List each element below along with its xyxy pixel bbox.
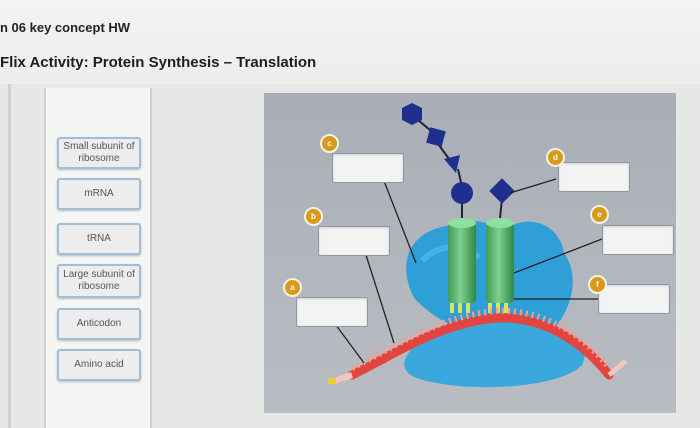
anticodon-bases [450, 303, 508, 313]
label-trna[interactable]: tRNA [57, 223, 141, 255]
marker-e: e [590, 205, 609, 224]
label-small-subunit[interactable]: Small subunit of ribosome [57, 137, 141, 169]
mrna-cap [328, 378, 336, 384]
label-large-subunit-text: Large subunit of ribosome [63, 269, 135, 292]
label-mrna-text: mRNA [84, 188, 114, 199]
amino-acid-triangle [444, 155, 460, 173]
drop-zone-a[interactable] [296, 297, 368, 327]
small-subunit-shape [404, 322, 585, 388]
label-amino-acid-text: Amino acid [74, 359, 124, 370]
marker-d: d [546, 148, 565, 167]
label-trna-text: tRNA [87, 233, 111, 244]
amino-acid-square [426, 127, 446, 147]
drop-zone-f[interactable] [598, 284, 670, 314]
translation-diagram: c b a d e f [264, 93, 676, 413]
drop-zone-e[interactable] [602, 225, 674, 255]
mrna-end-left [333, 372, 353, 384]
label-mrna[interactable]: mRNA [57, 178, 141, 210]
label-amino-acid[interactable]: Amino acid [57, 349, 141, 381]
page-header: n 06 key concept HW Flix Activity: Prote… [0, 0, 700, 85]
amino-acid-hexagon [402, 103, 422, 125]
marker-a: a [283, 278, 302, 297]
activity-title: Flix Activity: Protein Synthesis – Trans… [0, 54, 317, 71]
mrna-strand-shape [347, 313, 614, 380]
label-large-subunit[interactable]: Large subunit of ribosome [57, 264, 141, 298]
drop-zone-c[interactable] [332, 153, 404, 183]
trna-left-top [448, 218, 476, 228]
trna-right-shape [486, 223, 514, 303]
marker-b: b [304, 207, 323, 226]
mrna-codons [350, 307, 612, 371]
chapter-title: n 06 key concept HW [0, 20, 131, 35]
label-anticodon-text: Anticodon [76, 318, 122, 329]
label-small-subunit-text: Small subunit of ribosome [63, 141, 135, 164]
mrna-end-right [607, 359, 628, 377]
leader-lines [329, 178, 603, 364]
amino-acid-diamond [489, 178, 515, 204]
translation-illustration [264, 93, 676, 413]
marker-f: f [588, 275, 607, 294]
amino-acid-circle [451, 182, 473, 204]
drop-zone-d[interactable] [558, 162, 630, 192]
trna-right-top [486, 218, 514, 228]
label-anticodon[interactable]: Anticodon [57, 308, 141, 340]
marker-c: c [320, 134, 339, 153]
drop-zone-b[interactable] [318, 226, 390, 256]
trna-left-shape [448, 223, 476, 303]
side-divider [8, 84, 11, 428]
